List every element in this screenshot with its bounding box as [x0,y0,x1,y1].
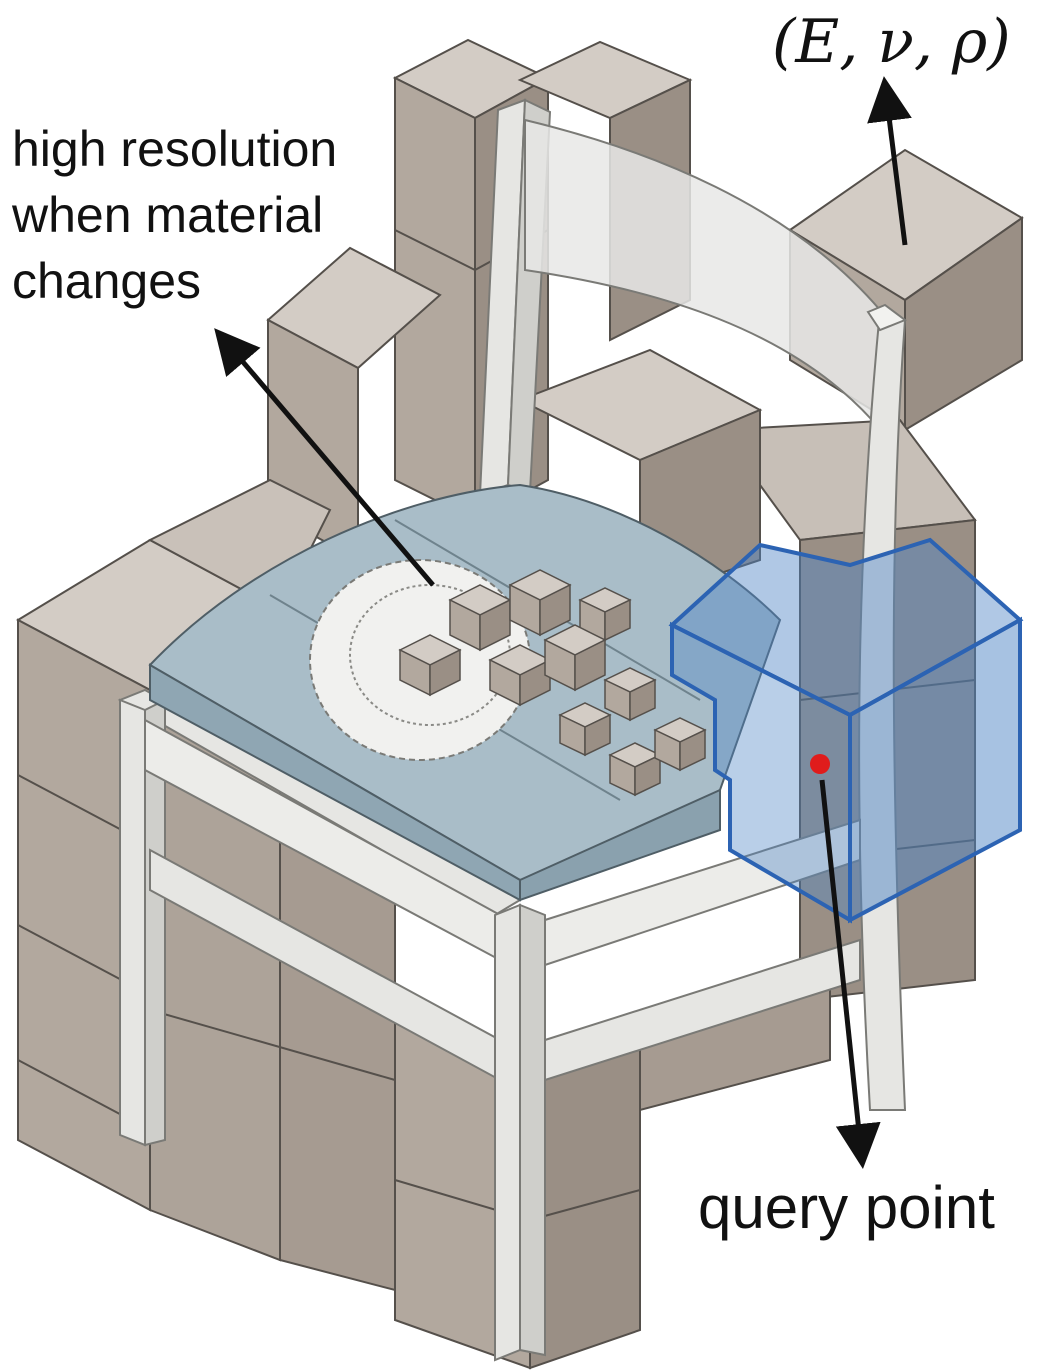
query-point-label: query point [698,1172,995,1244]
query-point-dot-icon [810,754,830,774]
high-resolution-label: high resolution when material changes [12,116,337,314]
material-parameters-label: (E, ν, ρ) [772,2,1011,82]
